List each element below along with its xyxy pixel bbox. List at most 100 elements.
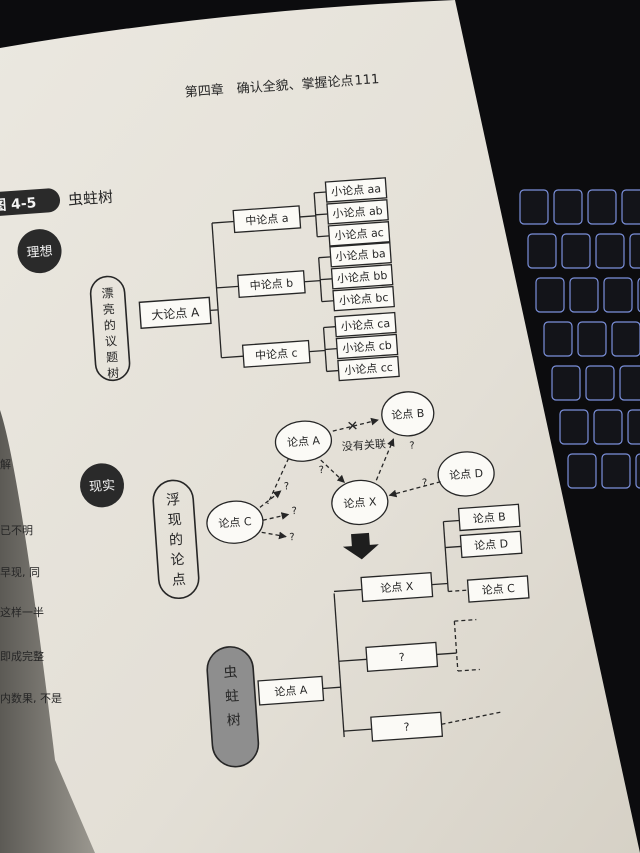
keyboard-key: [601, 453, 631, 489]
keyboard: [519, 189, 640, 489]
connector-line: [325, 347, 338, 351]
tree-side-label-box: [206, 646, 260, 768]
side-char: 漂: [101, 286, 114, 301]
ideal-leaf-2: 小论点 ac: [334, 225, 384, 242]
ideal-leaf-4: 小论点 bb: [336, 268, 387, 285]
node-a: [274, 420, 333, 462]
connector-line: [210, 309, 219, 312]
node-b-label: 论点 B: [391, 406, 425, 422]
side-char: 蛀: [225, 688, 240, 705]
edge-fragment: 即成完整: [0, 649, 44, 663]
tree-root: 论点 A: [274, 683, 308, 699]
question-mark: ?: [284, 481, 290, 492]
ideal-mid-2: 中论点 c: [255, 345, 298, 362]
node-d-label: 论点 D: [449, 466, 484, 482]
no-relation-cross: ✕: [346, 418, 359, 435]
question-mark: ?: [318, 465, 324, 476]
node-x: [331, 479, 389, 526]
side-char: 浮: [166, 492, 181, 509]
connector-line: [431, 582, 448, 586]
ideal-leaf-5-box: [332, 285, 395, 312]
ideal-leaf-0: 小论点 aa: [331, 181, 382, 198]
edge-fragment: 解: [0, 457, 11, 471]
node-c: [206, 500, 264, 544]
question-mark: ?: [289, 532, 295, 543]
ideal-leaf-3: 小论点 ba: [335, 246, 386, 263]
ideal-mid-0: 中论点 a: [245, 211, 289, 228]
keyboard-key: [569, 277, 599, 313]
edge-fragment: 这样一半: [0, 605, 44, 619]
ideal-mid-1: 中论点 b: [249, 276, 293, 293]
ideal-leaf-3-box: [329, 242, 392, 268]
keyboard-key: [629, 233, 640, 269]
node-a-label: 论点 A: [286, 433, 320, 449]
side-char: 亮: [102, 301, 115, 317]
side-char: 的: [169, 532, 184, 549]
badge-ideal: [17, 229, 62, 274]
worm-eaten-tree: 论点 A论点 X??论点 B论点 D论点 C: [257, 503, 530, 742]
edge-fragment: 早现, 同: [0, 566, 40, 579]
tree-leaf-c-box: [466, 575, 530, 603]
tree-leaf-b-box: [457, 503, 521, 532]
keyboard-key: [543, 321, 573, 357]
tree-leaf-b: 论点 B: [472, 509, 506, 525]
edge-fragment: 内数果, 不是: [0, 691, 62, 705]
node-x-label: 论点 X: [343, 494, 377, 510]
connector-line: [442, 521, 449, 592]
keyboard-key: [587, 189, 617, 225]
node-c-label: 论点 C: [218, 514, 252, 530]
keyboard-key: [577, 321, 607, 357]
keyboard-key: [611, 321, 640, 357]
ideal-leaf-6: 小论点 ca: [340, 316, 390, 333]
side-char: 树: [226, 712, 241, 729]
question-mark: ?: [291, 506, 297, 517]
side-char: 虫: [223, 664, 238, 681]
keyboard-key: [535, 277, 565, 313]
connector-line: [315, 213, 328, 216]
side-char: 论: [170, 552, 185, 569]
arrow-q2: [262, 512, 290, 521]
link-c-a: [267, 458, 290, 505]
reality-side-label-box: [152, 479, 200, 600]
link-d-x: [388, 481, 441, 498]
ideal-leaf-2-box: [327, 221, 391, 247]
connector-line: [216, 285, 239, 289]
ideal-side-label-box: [89, 275, 131, 382]
connector-line: [436, 652, 457, 656]
ideal-leaf-1-box: [326, 199, 389, 225]
keyboard-key: [561, 233, 591, 269]
connector-line: [317, 235, 330, 238]
edge-fragment: 已不明: [0, 524, 33, 537]
keyboard-key: [519, 189, 549, 225]
question-mark: ?: [422, 478, 428, 489]
keyboard-key: [595, 233, 625, 269]
connector-line: [304, 279, 321, 283]
connector-line: [448, 589, 469, 593]
connector-line: [445, 545, 462, 549]
keyboard-key: [527, 233, 557, 269]
keyboard-key: [551, 365, 581, 401]
connector-line: [221, 355, 244, 359]
connector-line: [454, 618, 477, 622]
side-char: 现: [167, 512, 182, 529]
tree-mid-0: 论点 X: [380, 579, 414, 595]
connector-line: [309, 349, 326, 353]
tree-side-label: 虫蛀树: [223, 664, 241, 729]
connector-line: [443, 519, 460, 523]
keyboard-key: [593, 409, 623, 445]
figure-title: 虫蛀树: [67, 188, 113, 209]
connector-line: [318, 256, 331, 259]
keyboard-key: [627, 409, 640, 445]
link-a-b: [332, 417, 379, 432]
connector-line: [333, 593, 345, 738]
connector-line: [211, 223, 223, 358]
connector-line: [321, 300, 334, 303]
arrow-q1: [259, 490, 282, 508]
ideal-leaf-8: 小论点 cc: [344, 360, 393, 377]
side-char: 题: [106, 350, 119, 365]
figure-label: 图 4-5: [0, 195, 37, 214]
keyboard-key: [559, 409, 589, 445]
side-char: 树: [107, 365, 120, 381]
